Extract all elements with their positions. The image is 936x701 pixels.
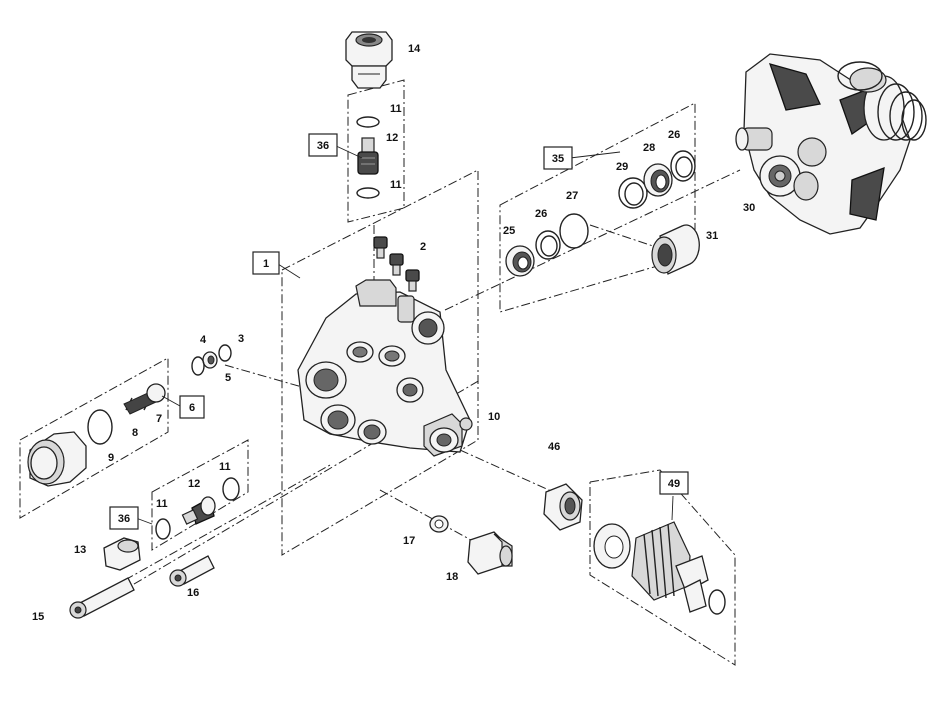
check-valve-top-part bbox=[357, 137, 379, 175]
callout-13: 13 bbox=[74, 544, 86, 556]
callout-14: 14 bbox=[408, 43, 421, 55]
callout-25: 25 bbox=[503, 225, 515, 237]
callout-11-bottom-right: 11 bbox=[219, 461, 231, 473]
callout-30: 30 bbox=[743, 202, 755, 214]
screw-part-b bbox=[389, 253, 404, 276]
ring-26-upper bbox=[670, 150, 696, 182]
ring-26-upper-inner bbox=[675, 156, 693, 178]
o-ring-top-upper bbox=[356, 116, 380, 128]
kit-box-49-label: 49 bbox=[668, 478, 680, 490]
o-ring-27 bbox=[559, 213, 589, 249]
kit-box-1: 1 bbox=[252, 251, 280, 275]
callout-2: 2 bbox=[420, 241, 426, 253]
bearing-31-part bbox=[651, 224, 700, 275]
manifold-body-part bbox=[297, 279, 473, 457]
callout-12-top: 12 bbox=[386, 132, 398, 144]
callout-27: 27 bbox=[566, 190, 578, 202]
o-ring-9 bbox=[87, 409, 113, 445]
callout-3: 3 bbox=[238, 333, 244, 345]
kit-35-enclosure bbox=[499, 102, 696, 313]
kit-box-1-label: 1 bbox=[263, 258, 269, 270]
callout-46: 46 bbox=[548, 441, 560, 453]
kit-box-36-top-label: 36 bbox=[317, 140, 329, 152]
kit-box-36-bottom-label: 36 bbox=[118, 513, 130, 525]
washer-17-part bbox=[429, 515, 449, 533]
kit-1-enclosure bbox=[281, 169, 479, 556]
unloader-washer-part bbox=[593, 523, 631, 569]
o-ring-11-lower-a bbox=[222, 477, 240, 501]
axis-side-seals bbox=[444, 169, 741, 311]
kit-box-35: 35 bbox=[543, 146, 573, 170]
check-valve-12-part bbox=[181, 496, 216, 525]
callout-17: 17 bbox=[403, 535, 415, 547]
axis-seal-bearing bbox=[589, 224, 666, 251]
callout-11-top-lower: 11 bbox=[390, 179, 402, 191]
callout-31: 31 bbox=[706, 230, 718, 242]
o-ring-11-lower-b bbox=[155, 518, 171, 540]
callout-10: 10 bbox=[488, 411, 500, 423]
leader-kit-36-bottom bbox=[135, 517, 153, 525]
axis-bolt-line bbox=[124, 464, 331, 581]
ring-5 bbox=[191, 356, 205, 376]
kit-box-35-label: 35 bbox=[552, 153, 564, 165]
kit-6-enclosure bbox=[19, 357, 169, 519]
callout-29: 29 bbox=[616, 161, 628, 173]
plug-9-part bbox=[27, 431, 87, 487]
screw-part-a bbox=[373, 236, 388, 259]
callout-15: 15 bbox=[32, 611, 44, 623]
plug-13-part bbox=[103, 537, 141, 571]
ring-26-lower bbox=[535, 230, 561, 260]
ball-7-part bbox=[146, 383, 166, 403]
leader-kit-1 bbox=[277, 263, 301, 279]
leader-kit-36-top bbox=[333, 144, 363, 159]
callout-9: 9 bbox=[108, 452, 114, 464]
seat-4-part bbox=[202, 351, 218, 369]
kit-49-enclosure bbox=[589, 469, 736, 666]
kit-box-36-bottom: 36 bbox=[109, 506, 139, 530]
bolt-16-part bbox=[169, 555, 215, 587]
kit-box-49: 49 bbox=[659, 471, 689, 495]
callout-12-bottom: 12 bbox=[188, 478, 200, 490]
callout-11-top-upper: 11 bbox=[390, 103, 402, 115]
callout-8: 8 bbox=[132, 427, 138, 439]
ring-29-inner bbox=[624, 182, 644, 206]
leader-kit-49 bbox=[671, 495, 674, 521]
ring-26-lower-inner bbox=[540, 235, 558, 257]
leader-kit-35 bbox=[569, 151, 621, 159]
callout-28: 28 bbox=[643, 142, 655, 154]
callout-5: 5 bbox=[225, 372, 231, 384]
seal-ring-25-part bbox=[505, 245, 535, 277]
pump-housing-part bbox=[735, 53, 927, 235]
callout-11-bottom-left: 11 bbox=[156, 498, 168, 510]
leader-kit-6 bbox=[161, 395, 181, 407]
unloader-o-ring bbox=[708, 589, 726, 615]
kit-36-top-enclosure bbox=[347, 79, 405, 223]
unloader-body-part bbox=[631, 521, 709, 613]
axis-fitting bbox=[379, 489, 481, 546]
unloader-cap-46-part bbox=[543, 483, 583, 531]
kit-box-36-top: 36 bbox=[308, 133, 338, 157]
top-plug-part bbox=[345, 31, 393, 89]
callout-26-upper: 26 bbox=[668, 129, 680, 141]
callout-7: 7 bbox=[156, 413, 162, 425]
kit-box-6-label: 6 bbox=[189, 402, 195, 414]
callout-18: 18 bbox=[446, 571, 458, 583]
ring-29 bbox=[618, 177, 648, 209]
callout-4: 4 bbox=[200, 334, 207, 346]
bolt-15-part bbox=[69, 577, 135, 619]
callout-16: 16 bbox=[187, 587, 199, 599]
kit-36-bottom-enclosure bbox=[151, 439, 249, 551]
fitting-18-part bbox=[467, 531, 513, 575]
screw-part-c bbox=[405, 269, 420, 292]
ring-3 bbox=[218, 344, 232, 362]
o-ring-top-lower bbox=[356, 187, 380, 199]
kit-box-6: 6 bbox=[179, 395, 205, 419]
axis-unloader bbox=[459, 449, 561, 496]
callout-26-lower: 26 bbox=[535, 208, 547, 220]
seal-28-part bbox=[643, 163, 673, 197]
